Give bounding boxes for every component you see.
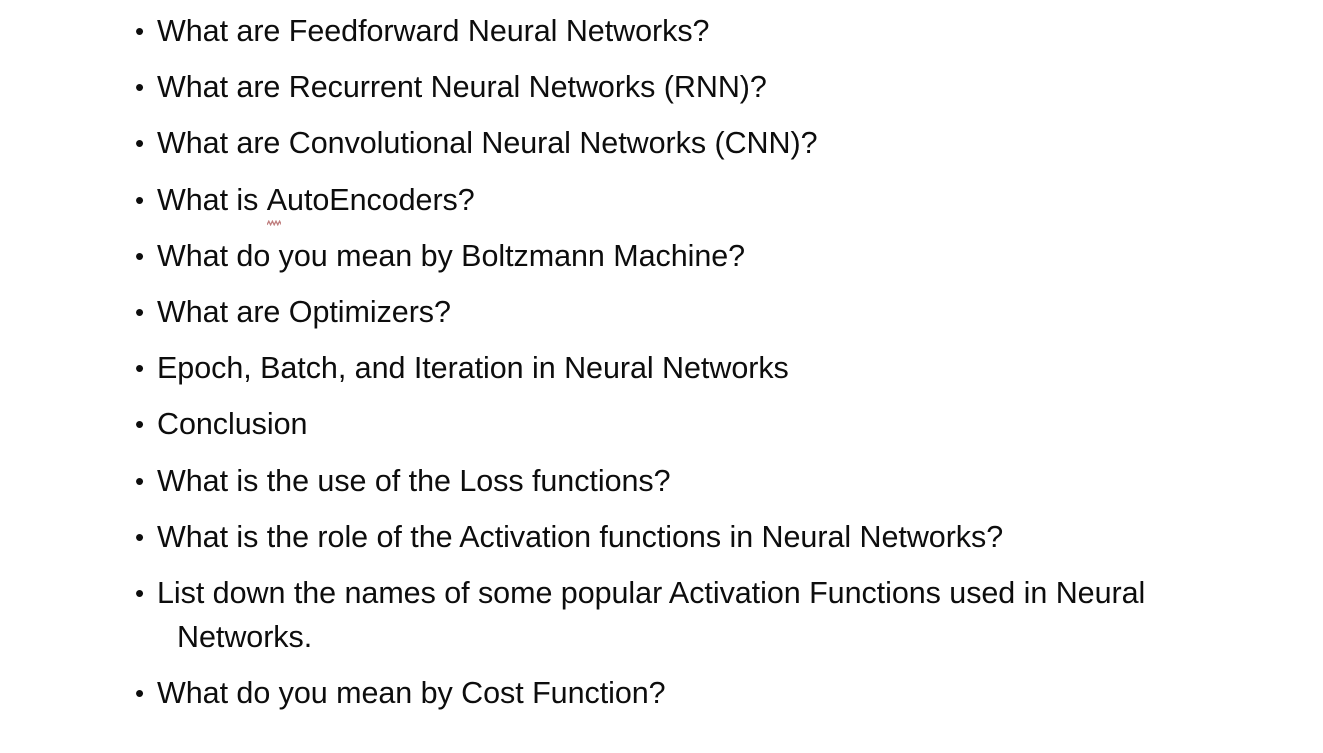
list-item: • What are Recurrent Neural Networks (RNN…	[135, 65, 1295, 109]
misspelled-word-text: AutoEncoders	[266, 182, 458, 217]
text-fragment: Epoch, Batch, and Iteration in Neural Ne…	[157, 351, 789, 386]
text-fragment: What are Feedforward Neural Networks?	[157, 14, 710, 48]
bullet-list: • What are Feedforward Neural Networks? • W…	[135, 9, 1295, 727]
list-item: • What is AutoEncoders?	[135, 178, 1295, 226]
list-item: • What do you mean by Boltzmann Machine?	[135, 234, 1295, 278]
list-item: • What are Convolutional Neural Networks …	[135, 121, 1295, 165]
list-item: • What are Feedforward Neural Networks?	[135, 9, 1295, 53]
list-item: • What are Optimizers?	[135, 290, 1295, 334]
list-item-text: What are Convolutional Neural Networks (…	[157, 121, 1295, 165]
bullet-point-icon: •	[135, 678, 145, 709]
text-fragment: Conclusion	[157, 407, 308, 442]
bullet-point-icon: •	[135, 128, 145, 159]
bullet-point-icon: •	[135, 184, 145, 215]
list-item-text: Epoch, Batch, and Iteration in Neural Ne…	[157, 346, 1295, 390]
list-item: • Epoch, Batch, and Iteration in Neural N…	[135, 346, 1295, 390]
text-fragment: What are Recurrent Neural Networks (RNN)…	[157, 70, 767, 105]
misspelled-word[interactable]: AutoEncoders	[266, 178, 458, 226]
list-item-text: What is the role of the Activation funct…	[157, 515, 1295, 559]
text-fragment: What is	[157, 182, 267, 217]
bullet-point-icon: •	[135, 465, 145, 496]
bullet-point-icon: •	[135, 409, 145, 440]
spellcheck-squiggle-icon	[266, 219, 282, 226]
text-fragment: What are Convolutional Neural Networks (…	[157, 126, 818, 161]
bullet-point-icon: •	[135, 353, 145, 384]
list-item: • Conclusion	[135, 402, 1295, 446]
list-item: • What is the use of the Loss functions?	[135, 459, 1295, 503]
text-fragment: ?	[457, 182, 475, 217]
text-fragment: What do you mean by Boltzmann Machine?	[157, 238, 746, 273]
list-item: • List down the names of some popular Act…	[135, 571, 1295, 659]
text-fragment: What is the use of the Loss functions?	[157, 463, 671, 498]
list-item-text: What are Recurrent Neural Networks (RNN)…	[157, 65, 1295, 109]
list-item: • What is the role of the Activation func…	[135, 515, 1295, 559]
text-fragment: What is the role of the Activation funct…	[157, 519, 1004, 554]
list-item-text: List down the names of some popular Acti…	[157, 571, 1295, 615]
text-fragment: What are Optimizers?	[157, 294, 451, 329]
list-item-text: What is the use of the Loss functions?	[157, 459, 1295, 503]
list-item-text: What is AutoEncoders?	[157, 178, 1295, 226]
list-item-text: What do you mean by Boltzmann Machine?	[157, 234, 1295, 278]
bullet-point-icon: •	[135, 240, 145, 271]
text-fragment: What do you mean by Cost Function?	[157, 676, 666, 711]
list-item-continuation: Networks.	[177, 619, 313, 654]
bullet-point-icon: •	[135, 577, 145, 608]
list-item: • What do you mean by Cost Function?	[135, 671, 1295, 715]
list-item-text: What do you mean by Cost Function?	[157, 671, 1295, 715]
bullet-point-icon: •	[135, 72, 145, 103]
list-item-text: What are Optimizers?	[157, 290, 1295, 334]
list-item-text: What are Feedforward Neural Networks?	[157, 9, 1295, 53]
bullet-point-icon: •	[135, 296, 145, 327]
list-item-text: Conclusion	[157, 402, 1295, 446]
text-fragment: List down the names of some popular Acti…	[157, 575, 1146, 610]
bullet-point-icon: •	[135, 16, 145, 46]
bullet-point-icon: •	[135, 521, 145, 552]
